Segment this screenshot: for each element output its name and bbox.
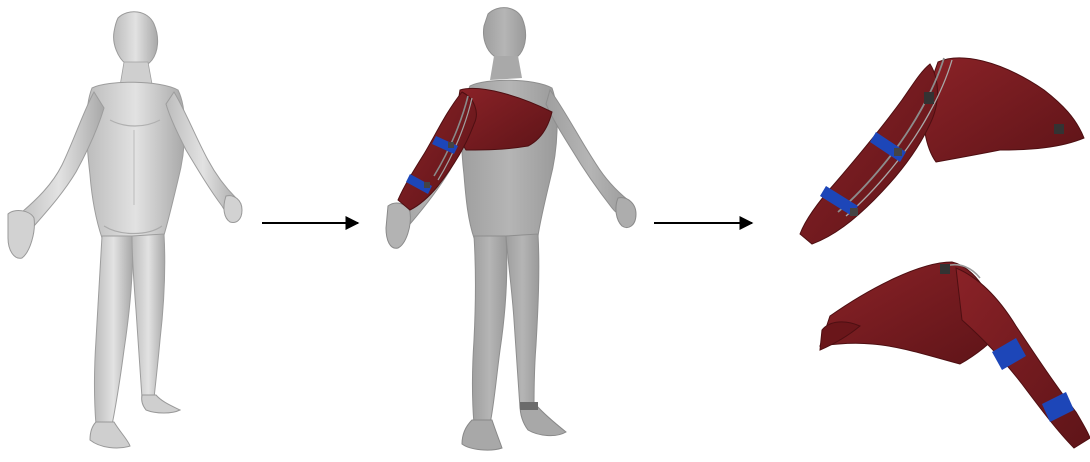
- body2-leg-right: [506, 234, 539, 408]
- body2-foot-left: [462, 420, 502, 450]
- body2-neck: [490, 56, 522, 80]
- body2-hand-right: [616, 198, 636, 228]
- body1-head: [114, 12, 158, 68]
- garment-view-top: [800, 58, 1084, 244]
- garment-view-bottom: [820, 262, 1090, 448]
- body2-hand-left: [386, 203, 410, 248]
- scanned-body-figure: [8, 12, 242, 448]
- body1-leg-left: [95, 236, 133, 425]
- body2-leg-left: [473, 236, 507, 424]
- body2-arm-right: [546, 90, 632, 215]
- garment-bottom-sleeve: [956, 268, 1090, 448]
- body1-hand-right: [224, 196, 242, 223]
- body-with-sleeve-figure: [386, 8, 636, 450]
- body1-foot-right: [142, 395, 180, 413]
- body2-head: [483, 8, 525, 61]
- garment-top-sleeve: [800, 64, 938, 244]
- body1-foot-left: [90, 422, 130, 448]
- body1-hand-left: [8, 211, 34, 259]
- garment-views: [800, 58, 1090, 448]
- body1-leg-right: [132, 234, 165, 398]
